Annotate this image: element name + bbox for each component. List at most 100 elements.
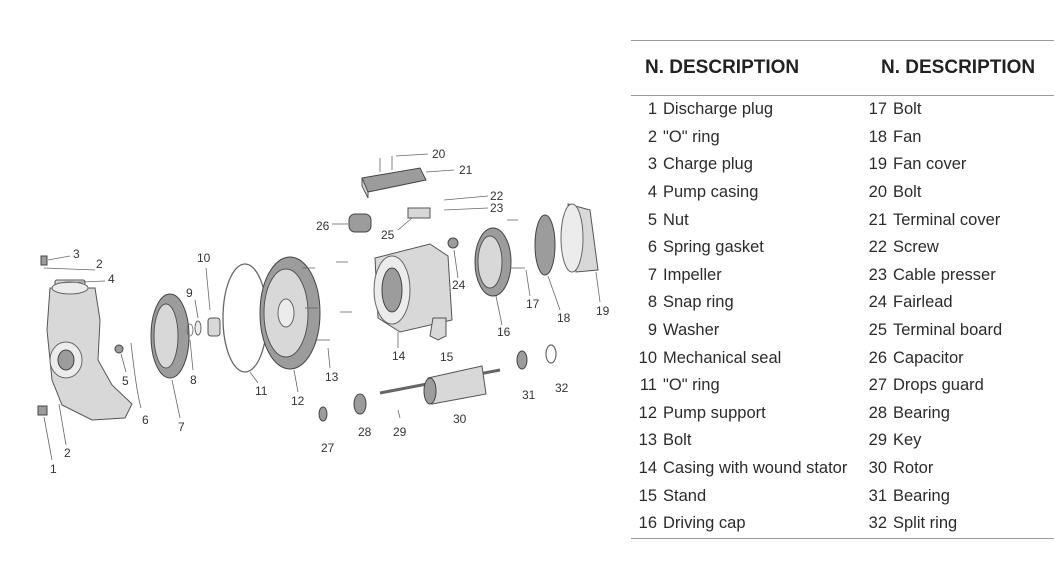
- callout-15: 15: [440, 350, 454, 364]
- part-number: 5: [647, 210, 657, 229]
- callout-3: 3: [73, 247, 80, 261]
- legend-entry: 19 Fan cover: [867, 155, 1054, 174]
- part-description: Washer: [663, 321, 720, 340]
- legend-row: 5 Nut 21 Terminal cover: [631, 206, 1054, 234]
- part-description: Casing with wound stator: [663, 459, 848, 478]
- legend-entry: 3 Charge plug: [631, 155, 867, 174]
- part-description: Stand: [663, 486, 707, 505]
- callout-19: 19: [596, 304, 610, 318]
- part-description: Key: [893, 431, 922, 450]
- part-description: Driving cap: [663, 514, 746, 533]
- legend-entry: 11 "O" ring: [631, 376, 867, 395]
- part-number: 2: [647, 127, 657, 146]
- part-description: Bolt: [663, 431, 692, 450]
- part-description: "O" ring: [663, 127, 720, 146]
- discharge-plug-drawing: [37, 405, 48, 416]
- part-description: Spring gasket: [663, 238, 764, 257]
- part-description: Pump support: [663, 403, 766, 422]
- callout-12: 12: [291, 394, 305, 408]
- bearing-drawing: [353, 393, 367, 415]
- terminal-cover-drawing: [361, 153, 455, 199]
- part-number: 11: [639, 376, 657, 395]
- legend-row: 12 Pump support 28 Bearing: [631, 400, 1054, 428]
- callout-18: 18: [557, 311, 571, 325]
- part-number: 20: [868, 183, 887, 202]
- legend-entry: 12 Pump support: [631, 404, 867, 423]
- part-number: 15: [638, 486, 657, 505]
- part-number: 8: [647, 293, 657, 312]
- fan-drawing: [534, 214, 561, 311]
- part-number: 3: [647, 155, 657, 174]
- callout-25: 25: [381, 228, 395, 242]
- callout-9: 9: [186, 286, 193, 300]
- callout-8: 8: [190, 373, 197, 387]
- part-description: Fairlead: [893, 293, 953, 312]
- callout-16: 16: [497, 325, 511, 339]
- part-description: Bolt: [893, 183, 922, 202]
- part-number: 28: [868, 403, 887, 422]
- callout-22: 22: [490, 189, 504, 203]
- callout-27: 27: [321, 441, 335, 455]
- part-description: Nut: [663, 210, 689, 229]
- part-number: 1: [647, 100, 657, 119]
- part-number: 10: [638, 348, 657, 367]
- part-description: Charge plug: [663, 155, 753, 174]
- charge-plug-drawing: [40, 255, 48, 266]
- part-description: Fan cover: [893, 155, 967, 174]
- terminal-board-drawing: [407, 207, 431, 219]
- bearing-2-drawing: [516, 350, 528, 370]
- part-number: 25: [868, 321, 887, 340]
- part-number: 4: [647, 183, 657, 202]
- part-description: Terminal cover: [893, 210, 1001, 229]
- callout-7: 7: [178, 420, 185, 434]
- part-number: 31: [868, 486, 887, 505]
- exploded-view-svg: 1 2 2 3 4 5 6 7 8 9 10 11 12 13 14 15 16…: [37, 147, 610, 476]
- part-number: 23: [868, 265, 887, 284]
- part-number: 14: [638, 459, 657, 478]
- callout-13: 13: [325, 370, 339, 384]
- pump-casing-drawing: [46, 279, 133, 421]
- capacitor-drawing: [332, 213, 372, 233]
- part-number: 19: [868, 155, 887, 174]
- part-description: Bearing: [893, 403, 950, 422]
- part-description: Impeller: [663, 265, 722, 284]
- callout-11: 11: [255, 384, 268, 398]
- part-number: 21: [868, 210, 887, 229]
- part-number: 32: [868, 514, 887, 533]
- stator-casing-drawing: [373, 243, 453, 348]
- part-number: 16: [638, 514, 657, 533]
- header-left: N. DESCRIPTION: [645, 57, 800, 78]
- legend-entry: 20 Bolt: [867, 183, 1054, 202]
- part-description: "O" ring: [663, 376, 720, 395]
- rotor-drawing: [379, 365, 501, 405]
- callout-31: 31: [522, 388, 536, 402]
- part-number: 26: [868, 348, 887, 367]
- part-number: 22: [868, 238, 887, 257]
- part-number: 12: [638, 403, 657, 422]
- legend-entry: 14 Casing with wound stator: [631, 459, 867, 478]
- callout-26: 26: [316, 219, 330, 233]
- part-number: 27: [868, 376, 887, 395]
